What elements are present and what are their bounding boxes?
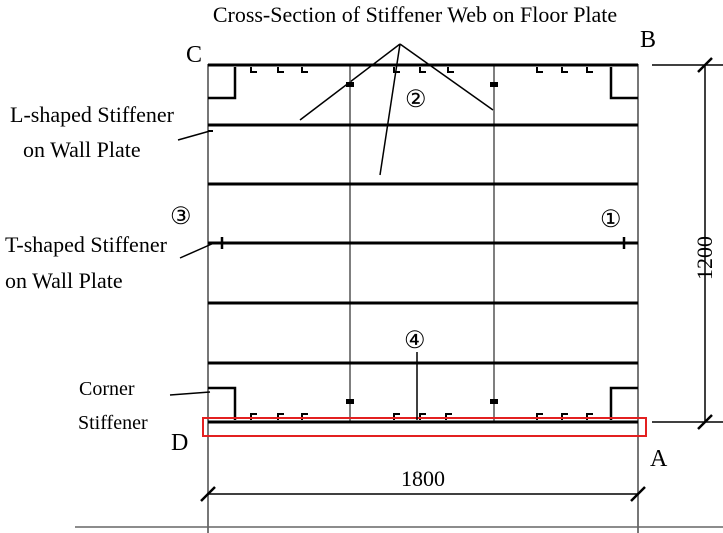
t-stiffener-right (622, 237, 638, 249)
corner-label-d: D (171, 430, 188, 456)
corner-label-c: C (186, 42, 202, 68)
label-t-stiffener-line1: T-shaped Stiffener (5, 232, 168, 257)
marker-2: ② (405, 87, 427, 113)
label-l-stiffener-line1: L-shaped Stiffener (10, 102, 175, 127)
height-dimension (652, 57, 723, 430)
t-stiffener-left (208, 237, 224, 249)
bottom-vertical-caps (346, 399, 498, 404)
horizontal-stiffeners (208, 63, 638, 424)
height-dimension-label: 1200 (692, 236, 717, 280)
corner-label-b: B (640, 27, 656, 53)
top-vertical-caps (346, 82, 498, 87)
label-t-stiffener-line2: on Wall Plate (5, 268, 123, 293)
plate-edges (207, 64, 639, 533)
width-dimension-label: 1800 (401, 466, 445, 491)
corner-label-a: A (650, 446, 668, 472)
diagram-title: Cross-Section of Stiffener Web on Floor … (213, 2, 617, 27)
label-corner-stiffener-line2: Stiffener (78, 412, 148, 434)
highlight-box (202, 417, 647, 437)
width-dimension (200, 486, 646, 502)
l-stiffener-leader (177, 130, 211, 141)
label-l-stiffener-line2: on Wall Plate (23, 137, 141, 162)
corner-stiffeners (208, 67, 638, 420)
edge-stubs (208, 124, 638, 364)
label-corner-stiffener-line1: Corner (79, 378, 135, 400)
marker-1: ① (600, 207, 622, 233)
corner-stiffener-leader (169, 391, 211, 396)
t-stiffener-leader (179, 242, 215, 259)
marker-4: ④ (404, 328, 426, 354)
top-stiffener-web-marks (250, 67, 593, 73)
marker-3: ③ (170, 204, 192, 230)
